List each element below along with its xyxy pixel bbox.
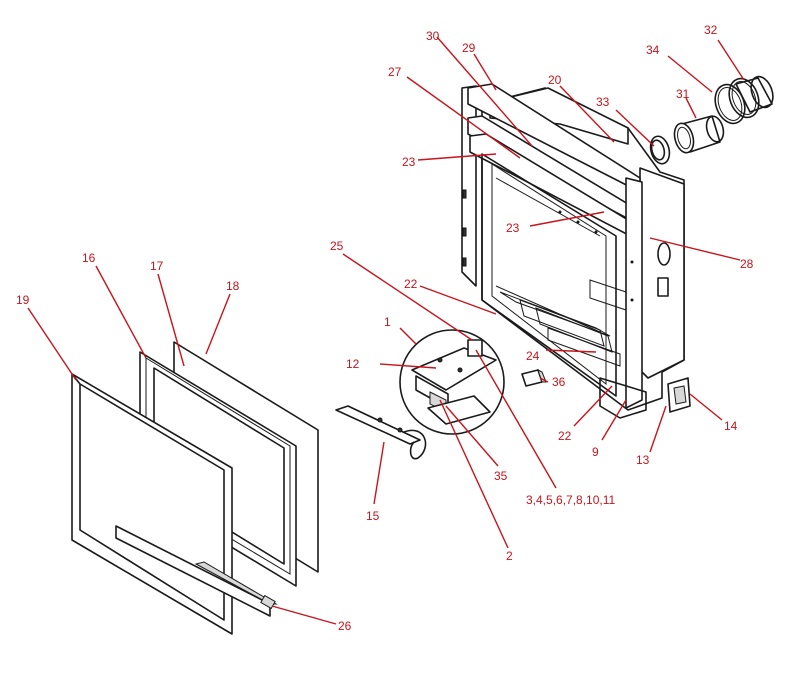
callout-23-top: 23 — [402, 155, 416, 169]
callout-30: 30 — [426, 29, 440, 43]
callout-31: 31 — [676, 87, 690, 101]
valve-assembly — [399, 329, 547, 435]
callout-17: 17 — [150, 259, 164, 273]
callout-1: 1 — [384, 315, 391, 329]
callout-29: 29 — [462, 41, 476, 55]
callout-22-top: 22 — [404, 277, 418, 291]
callout-15: 15 — [366, 509, 380, 523]
leader-lines — [27, 36, 745, 625]
callout-27: 27 — [388, 65, 402, 79]
callout-labels: 30 29 27 20 23 23 28 33 34 31 32 25 22 1… — [16, 23, 754, 633]
callout-14: 14 — [724, 419, 738, 433]
callout-28: 28 — [740, 257, 754, 271]
callout-2: 2 — [506, 549, 513, 563]
callout-16: 16 — [82, 251, 96, 265]
callout-32: 32 — [704, 23, 718, 37]
callout-12: 12 — [346, 357, 360, 371]
callout-26: 26 — [338, 619, 352, 633]
junction-box-part-14 — [667, 377, 691, 413]
callout-33: 33 — [596, 95, 610, 109]
callout-20: 20 — [548, 73, 562, 87]
callout-36: 36 — [552, 375, 566, 389]
callout-13: 13 — [636, 453, 650, 467]
firebox-assembly — [461, 83, 685, 419]
callout-35: 35 — [494, 469, 508, 483]
callout-23-mid: 23 — [506, 221, 520, 235]
burner-bracket-part-15 — [335, 405, 427, 460]
callout-3-11: 3,4,5,6,7,8,10,11 — [526, 493, 616, 507]
callout-18: 18 — [226, 279, 240, 293]
callout-34: 34 — [646, 43, 660, 57]
front-frame-part-16 — [71, 373, 278, 635]
callout-24: 24 — [526, 349, 540, 363]
callout-19: 19 — [16, 293, 30, 307]
vent-rings — [649, 75, 774, 165]
callout-9: 9 — [592, 445, 599, 459]
callout-25: 25 — [330, 239, 344, 253]
callout-22-bottom: 22 — [558, 429, 572, 443]
